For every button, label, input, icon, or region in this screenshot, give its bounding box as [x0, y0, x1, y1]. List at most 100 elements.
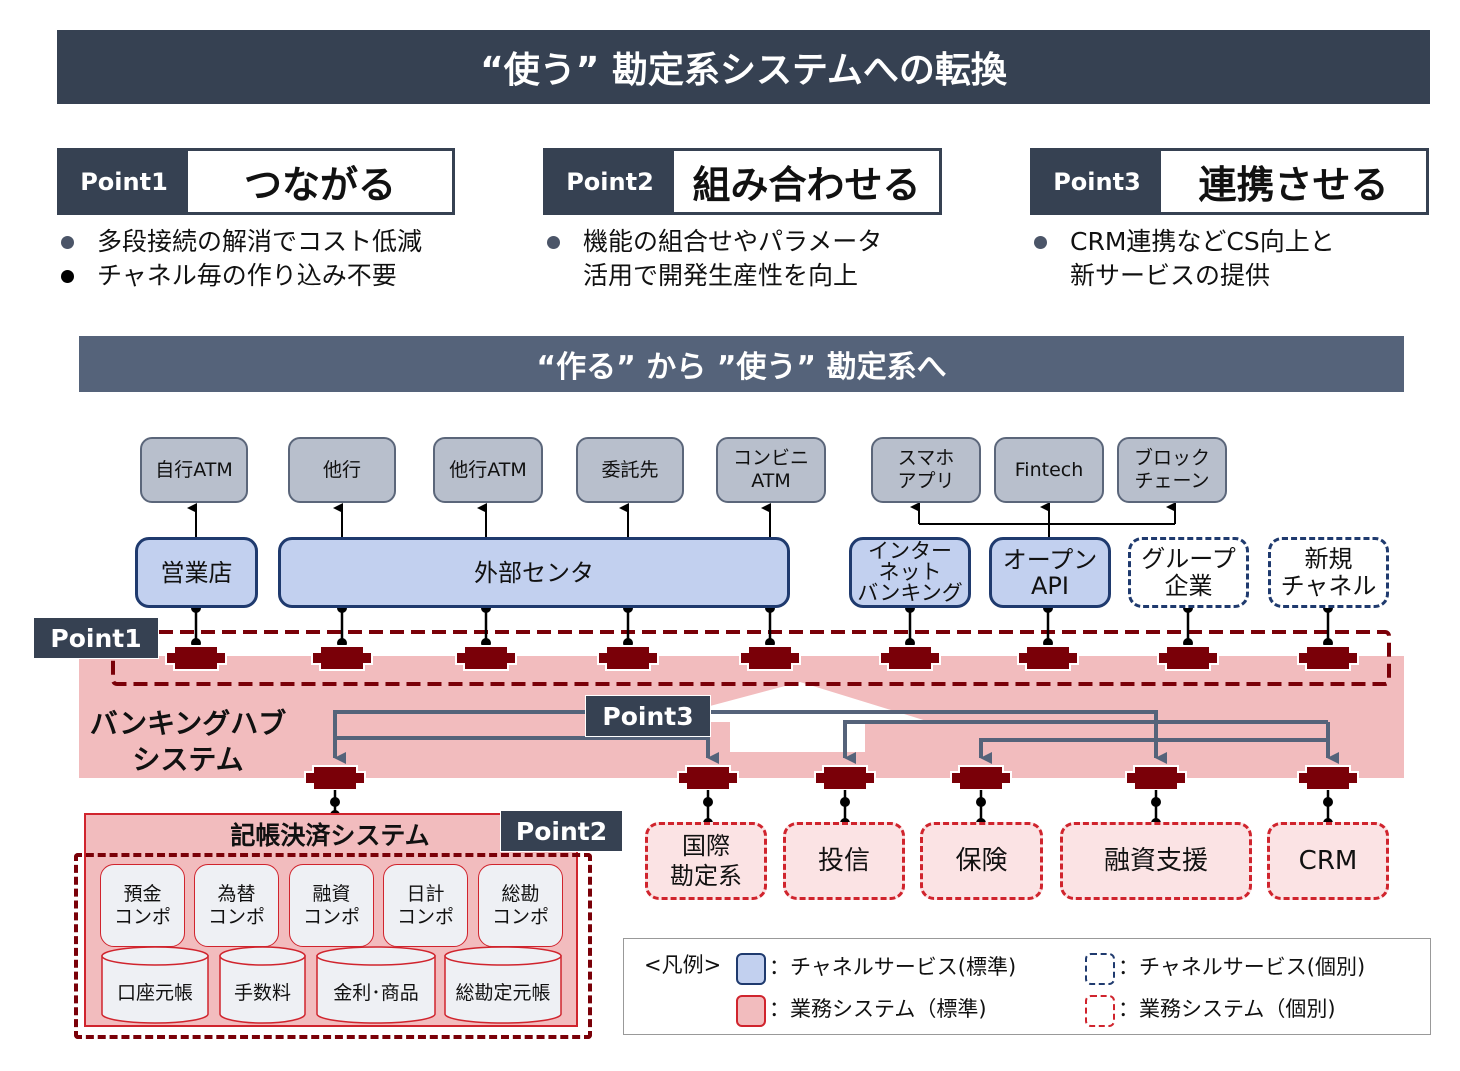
hub-connector — [455, 645, 517, 671]
route-line — [979, 738, 1328, 764]
connector-dot — [976, 797, 986, 807]
business-kokusai: 国際勘定系 — [645, 822, 767, 900]
route-line — [710, 710, 1167, 764]
legend-channel-custom: ：チャネルサービス(個別) — [1118, 955, 1366, 979]
hub-connector — [311, 645, 373, 671]
legend-swatch-business-custom — [1085, 995, 1115, 1027]
legend-title: <凡例> — [644, 953, 722, 977]
point1-title: つながる — [243, 163, 396, 207]
component-yuushi: 融資コンポ — [289, 864, 374, 947]
connector-dot — [1151, 797, 1161, 807]
hub-connector — [677, 765, 739, 791]
bullet-icon — [57, 259, 97, 293]
box-label: Fintech — [1014, 458, 1084, 481]
top-connectors — [165, 603, 1359, 671]
channel-label: 新規 — [1304, 544, 1353, 573]
channel-label: 営業店 — [160, 558, 233, 587]
point3-title: 連携させる — [1198, 163, 1389, 207]
business-hoken: 保険 — [920, 822, 1043, 900]
box-label: 他行ATM — [449, 458, 527, 481]
point1-region — [111, 630, 1391, 686]
box-label: コンビニ — [732, 447, 809, 469]
box-label: ブロック — [1133, 447, 1210, 469]
bullet-text: CRM連携などCS向上と — [1070, 227, 1335, 256]
connector-dot — [703, 797, 713, 807]
route-line — [333, 710, 590, 764]
connector-dot — [840, 797, 850, 807]
api-fan-line — [919, 523, 1175, 537]
external-box-jikou-atm: 自行ATM — [140, 437, 248, 503]
point1-box: Point1 つながる — [57, 148, 455, 215]
channel-label: API — [1031, 571, 1069, 600]
component-soukan: 総勘コンポ — [478, 864, 563, 947]
hub-connector — [597, 645, 659, 671]
external-box-blockchain: ブロックチェーン — [1117, 437, 1227, 503]
point3-region-tag: Point3 — [585, 695, 711, 737]
database-cylinder-cap — [101, 946, 209, 966]
hub-connector — [814, 765, 876, 791]
external-box-takou: 他行 — [288, 437, 396, 503]
business-crm: CRM — [1267, 822, 1389, 900]
connector-dot — [1323, 797, 1333, 807]
point2-region — [74, 853, 592, 1039]
point2-box: Point2 組み合わせる — [543, 148, 942, 215]
external-box-takou-atm: 他行ATM — [433, 437, 543, 503]
route-line — [843, 720, 1328, 764]
point3-tag: Point3 — [1033, 151, 1161, 212]
hub-connector — [1297, 765, 1359, 791]
database-cylinder-cap — [219, 946, 306, 966]
banking-hub-label: バンキングハブ システム — [88, 706, 288, 778]
database-cylinder-body — [444, 955, 562, 1024]
bullet-icon — [1030, 225, 1070, 259]
legend-business-standard: ：業務システム（標準) — [769, 997, 987, 1021]
channel-label: 外部センタ — [474, 558, 594, 587]
database-cylinder-cap — [444, 946, 562, 966]
database-label: 口座元帳 — [116, 982, 193, 1004]
hub-notch — [710, 682, 930, 752]
hub-connector — [304, 765, 366, 791]
hub-connector — [739, 645, 801, 671]
hub-connector — [1157, 645, 1219, 671]
hub-connector — [879, 645, 941, 671]
hub-connector — [1125, 765, 1187, 791]
external-box-smartphone-app: スマホアプリ — [871, 437, 981, 503]
database-cylinder-cap — [316, 946, 436, 966]
database-cylinder-body — [219, 955, 306, 1024]
channel-to-external-arrows — [187, 502, 1176, 537]
point3-box: Point3 連携させる — [1030, 148, 1429, 215]
channel-label: グループ — [1141, 544, 1236, 573]
hub-label-line: システム — [132, 743, 244, 776]
database-label: 手数料 — [233, 982, 291, 1004]
point2-bullets: 機能の組合せやパラメータ 活用で開発生産性を向上 — [543, 225, 1003, 293]
channel-label: チャネル — [1280, 571, 1377, 600]
component-nikkei: 日計コンポ — [383, 864, 468, 947]
channel-label: オープン — [1002, 545, 1098, 574]
box-label: アプリ — [897, 470, 955, 492]
box-label: 自行ATM — [155, 458, 233, 481]
point3-bullets: CRM連携などCS向上と 新サービスの提供 — [1030, 225, 1450, 293]
legend-channel-standard: ：チャネルサービス(標準) — [769, 955, 1017, 979]
point2-title: 組み合わせる — [692, 163, 921, 207]
bullet-icon — [543, 225, 583, 259]
hub-label-line: バンキングハブ — [89, 707, 287, 740]
box-label: スマホ — [897, 447, 955, 469]
bullet-text: 新サービスの提供 — [1070, 261, 1271, 290]
channel-new-channel: 新規チャネル — [1268, 537, 1389, 608]
hub-connector — [1297, 645, 1359, 671]
box-label: チェーン — [1134, 470, 1210, 492]
legend-business-custom: ：業務システム（個別) — [1118, 997, 1336, 1021]
hub-connector — [165, 645, 227, 671]
main-title: “使う” 勘定系システムへの転換 — [57, 30, 1430, 104]
bullet-icon — [57, 225, 97, 259]
point1-bullets: 多段接続の解消でコスト低減 チャネル毎の作り込み不要 — [57, 225, 517, 293]
route-line — [335, 736, 719, 764]
component-yokin: 預金コンポ — [100, 864, 185, 947]
channel-label: バンキング — [857, 581, 963, 605]
hub-connector — [950, 765, 1012, 791]
legend-swatch-channel-standard — [736, 953, 766, 985]
business-toushin: 投信 — [783, 822, 905, 900]
component-kawase: 為替コンポ — [194, 864, 279, 947]
